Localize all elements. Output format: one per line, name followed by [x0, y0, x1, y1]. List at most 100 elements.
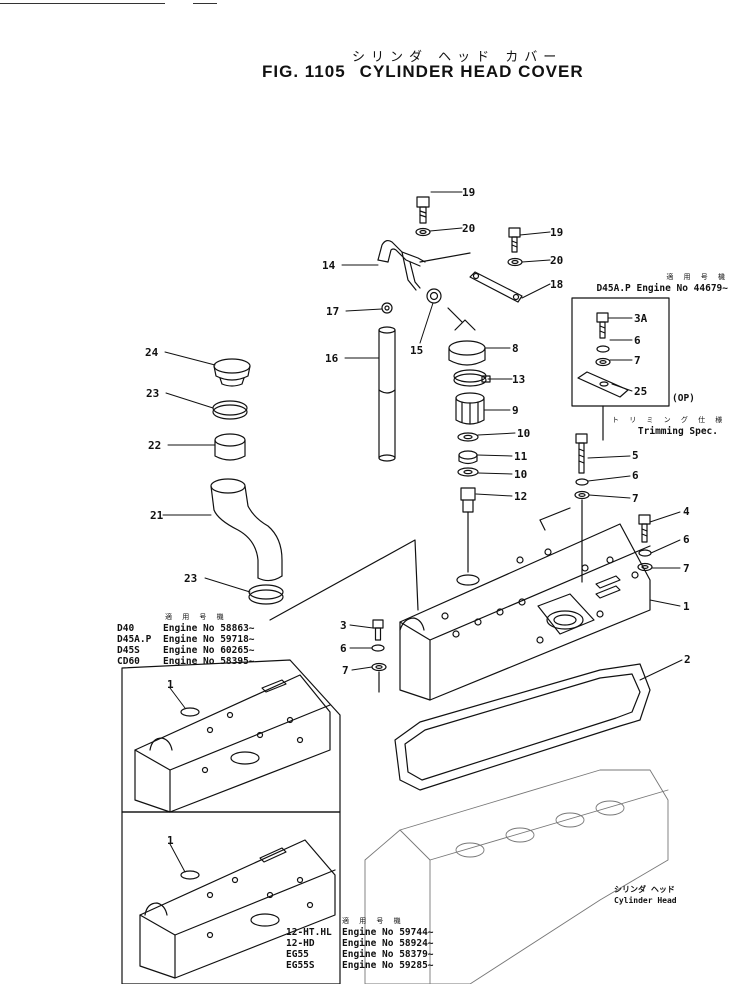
bolt-5	[575, 433, 588, 474]
callout: 7	[342, 664, 349, 677]
callout: 9	[512, 404, 519, 417]
stud-12	[460, 487, 476, 573]
element-9	[455, 392, 485, 425]
note-line: Trimming Spec.	[637, 426, 718, 437]
callout: 7	[632, 492, 639, 505]
bracket-18	[469, 271, 523, 303]
note-header: 適 用 号 機	[666, 273, 728, 281]
head-cover-1	[399, 507, 651, 701]
callout: 7	[634, 354, 641, 367]
callout: 21	[150, 509, 164, 522]
washer-6-b	[575, 478, 589, 486]
callout: 14	[322, 259, 336, 272]
bolt-19-b	[508, 227, 521, 253]
callout: 11	[514, 450, 528, 463]
note-header: 適 用 号 機	[165, 613, 227, 621]
top-rule	[193, 3, 217, 4]
callout: 4	[683, 505, 690, 518]
callout: 19	[550, 226, 564, 239]
cap-24	[213, 358, 251, 387]
leader-line	[269, 539, 419, 621]
callout: 24	[145, 346, 159, 359]
callout: 20	[462, 222, 476, 235]
callout: 12	[514, 490, 528, 503]
callout: 10	[517, 427, 531, 440]
callout: 1	[683, 600, 690, 613]
bolt-19-a	[416, 196, 430, 224]
callout: 20	[550, 254, 564, 267]
washer-7-d	[371, 662, 387, 672]
inset-box-bottom	[121, 811, 341, 984]
callout: 1	[167, 834, 174, 847]
callout: 19	[462, 186, 476, 199]
clamp-15	[426, 288, 442, 304]
breather-pipe-14	[377, 239, 471, 291]
callout: 6	[634, 334, 641, 347]
callout: 1	[167, 678, 174, 691]
callout: 3	[340, 619, 347, 632]
callout: 15	[410, 344, 424, 357]
callout: 8	[512, 342, 519, 355]
nut-11	[458, 450, 478, 465]
cap-8	[447, 307, 486, 366]
clamp-13	[453, 369, 491, 387]
note-header: 適 用 号 機	[342, 917, 404, 925]
washer-7-op	[595, 357, 611, 367]
figure-name: CYLINDER HEAD COVER	[359, 62, 584, 81]
sleeve-22	[214, 433, 246, 461]
note-line: D45A.P Engine No 44679~	[596, 283, 728, 294]
note-header: ト リ ミ ン グ 仕 様	[612, 416, 726, 424]
figure-title: FIG. 1105 CYLINDER HEAD COVER	[262, 62, 598, 82]
top-rule	[0, 3, 165, 4]
cylinder-head-en: Cylinder Head	[614, 896, 677, 905]
inset-cover-top	[134, 674, 331, 813]
washer-6-d	[371, 644, 385, 652]
callout: 23	[146, 387, 160, 400]
callout: 6	[632, 469, 639, 482]
callout: 13	[512, 373, 526, 386]
callout: 23	[184, 572, 198, 585]
bolt-4	[638, 514, 651, 543]
callout: 16	[325, 352, 339, 365]
clamp-23-bottom	[248, 584, 284, 605]
japanese-title: シリンダ ヘッド カバー	[352, 50, 563, 65]
bolt-3	[372, 619, 384, 641]
callout: 6	[683, 533, 690, 546]
gasket-2	[394, 663, 651, 791]
washer-10-a	[457, 432, 479, 442]
washer-20-a	[415, 227, 431, 237]
cylinder-head	[364, 769, 669, 984]
bolt-3a	[596, 312, 609, 339]
callout: 10	[514, 468, 528, 481]
figure-label: FIG. 1105	[262, 62, 346, 81]
inset-box-top	[121, 659, 341, 813]
callout: 18	[550, 278, 564, 291]
leader-lines	[162, 191, 683, 873]
cylinder-head-label: シリンダ ヘッド Cylinder Head	[614, 884, 677, 906]
callout: 5	[632, 449, 639, 462]
washer-10-b	[457, 467, 479, 477]
callout: 22	[148, 439, 162, 452]
washer-20-b	[507, 257, 523, 267]
clamp-23-top	[212, 400, 248, 420]
note-top-right: 適 用 号 機 D45A.P Engine No 44679~	[580, 272, 728, 294]
note-trimming: ト リ ミ ン グ 仕 様 Trimming Spec.	[612, 415, 726, 437]
washer-6-op	[596, 345, 610, 353]
callout: 6	[340, 642, 347, 655]
callout: 25	[634, 385, 648, 398]
plate-25	[577, 371, 629, 398]
hose-21	[210, 478, 283, 582]
clip-17	[381, 302, 393, 314]
callout: 2	[684, 653, 691, 666]
cylinder-head-jp: シリンダ ヘッド	[614, 885, 675, 894]
